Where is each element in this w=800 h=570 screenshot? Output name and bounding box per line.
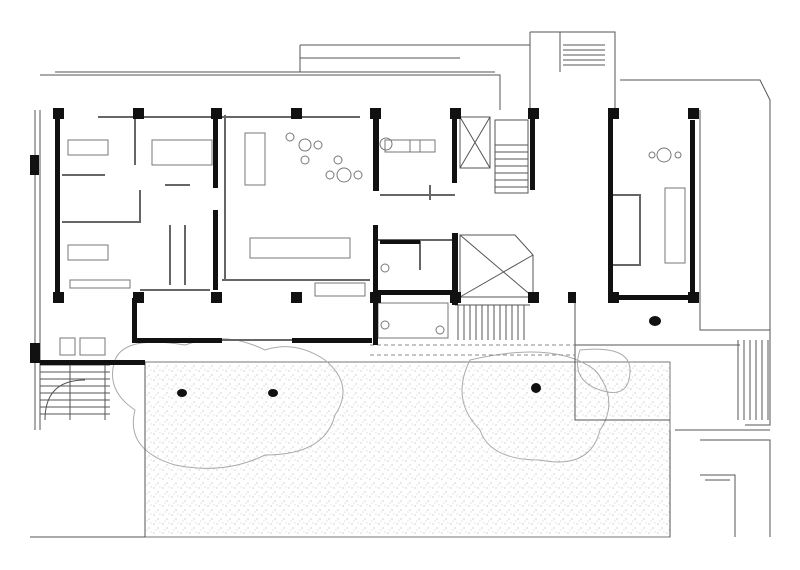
structural-walls <box>30 108 699 365</box>
tree-trunks <box>177 316 661 397</box>
stairs <box>40 44 769 421</box>
furniture <box>59 132 686 356</box>
columns <box>53 108 699 303</box>
outline-lines <box>30 31 771 538</box>
interior-thin-walls <box>62 115 641 341</box>
ground-landscape <box>112 316 671 538</box>
